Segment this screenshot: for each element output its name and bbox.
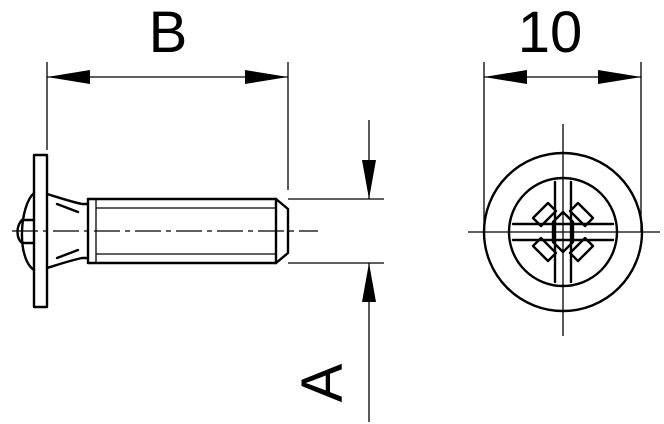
dimension-a-arrow-top xyxy=(362,160,376,199)
dimension-b: B xyxy=(46,0,289,190)
dimension-10-arrow-right xyxy=(598,70,641,84)
dimension-b-arrow-right xyxy=(245,70,288,84)
dimension-a-arrow-bottom xyxy=(362,263,376,302)
dimension-10-label: 10 xyxy=(518,0,583,65)
dimension-a-label: A xyxy=(290,363,355,402)
dimension-10: 10 xyxy=(483,0,642,232)
dimension-b-label: B xyxy=(149,0,188,65)
screw-neck-bottom xyxy=(45,256,90,270)
screw-recess-curve xyxy=(16,218,24,245)
pozidriv-cross-icon xyxy=(511,180,615,284)
screw-front-view xyxy=(468,124,660,336)
screw-side-view xyxy=(12,153,318,309)
dimension-10-arrow-left xyxy=(484,70,527,84)
screw-tip xyxy=(274,197,290,265)
dimension-b-arrow-left xyxy=(47,70,90,84)
dimension-a: A xyxy=(288,120,384,422)
screw-neck-inner-bottom xyxy=(55,248,80,260)
screw-neck-inner-top xyxy=(55,202,80,214)
screw-neck-top xyxy=(45,192,90,206)
